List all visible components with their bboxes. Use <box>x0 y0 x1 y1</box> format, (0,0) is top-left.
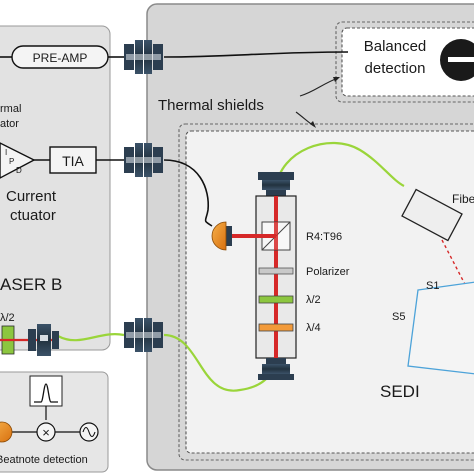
cable-connector-balanced <box>163 51 349 58</box>
mixer-x: × <box>42 425 50 440</box>
balanced-label-line1: Balanced <box>364 38 427 55</box>
actuator-label: ctuator <box>10 207 56 224</box>
sedi-surface <box>407 281 474 375</box>
oscillator-wave <box>82 426 96 438</box>
fiber-label: Fibe <box>452 192 474 206</box>
left-fiber-connector <box>28 324 59 356</box>
s5-label: S5 <box>392 311 405 323</box>
thermal-actuator-label-1: rmal <box>0 103 21 115</box>
feedthrough-2 <box>124 143 163 177</box>
thermal-shields-label: Thermal shields <box>158 97 264 114</box>
fiber-laser <box>57 333 125 342</box>
beatnote-detector-icon <box>0 421 13 443</box>
current-label: Current <box>6 188 57 205</box>
lambda4-label: λ/4 <box>306 322 321 334</box>
laser-b-label: ASER B <box>0 275 62 294</box>
beatnote-box <box>0 371 109 473</box>
feedthrough-3 <box>124 318 163 352</box>
lambda2-label: λ/2 <box>306 294 321 306</box>
tia-box <box>49 146 97 174</box>
feedthrough-1 <box>124 40 163 74</box>
preamp-label: PRE-AMP <box>33 51 88 65</box>
s1-label: S1 <box>426 280 439 292</box>
photodetector <box>211 221 232 251</box>
minus-icon <box>448 57 474 62</box>
ipd-label-d: D <box>16 166 22 175</box>
arrowhead-1 <box>333 77 340 82</box>
beatnote-spectrum-icon <box>29 375 63 407</box>
balanced-detection-frame <box>341 27 474 97</box>
sedi-label: SEDI <box>380 382 420 401</box>
arrowhead-2 <box>310 121 316 128</box>
detector-beam <box>226 234 276 238</box>
balanced-detection-frame-outer <box>335 21 474 103</box>
ipd-symbol: I P D <box>0 142 36 179</box>
fiber-collimator <box>401 188 463 242</box>
beatnote-label: Beatnote detection <box>0 454 88 466</box>
left-lambda2-label: λ/2 <box>0 312 15 324</box>
tia-label: TIA <box>62 153 84 169</box>
cable-connector-detector <box>163 159 213 227</box>
preamp-box <box>11 45 109 69</box>
fiber-top <box>274 141 405 189</box>
thermal-shield-outer <box>178 123 474 461</box>
ipd-label-p: P <box>9 157 14 166</box>
optics-column <box>255 172 297 380</box>
balanced-label-line2: detection <box>365 60 426 77</box>
polarizer-label: Polarizer <box>306 266 350 278</box>
r4-label: R4:T96 <box>306 231 342 243</box>
thermal-actuator-label-2: ator <box>0 118 19 130</box>
ipd-label-i: I <box>5 148 7 157</box>
